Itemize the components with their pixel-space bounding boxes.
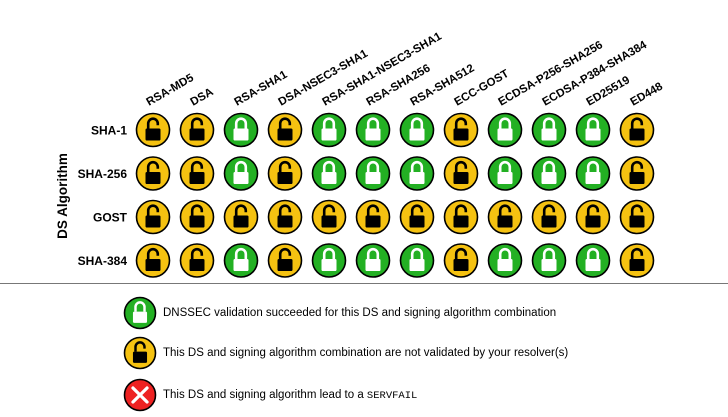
- section-divider: [0, 283, 728, 284]
- lock-open-icon: [135, 112, 171, 148]
- lock-open-icon: [487, 199, 523, 235]
- lock-open-icon: [179, 243, 215, 278]
- lock-open-icon: [267, 199, 303, 235]
- lock-closed-icon: [311, 243, 347, 278]
- lock-closed-icon: [355, 156, 391, 191]
- lock-closed-icon-graphic: [123, 296, 157, 330]
- legend-servfail-prefix: This DS and signing algorithm lead to a: [163, 388, 367, 401]
- lock-closed-icon: [487, 112, 523, 148]
- lock-closed-icon: [575, 112, 611, 148]
- lock-open-icon: [135, 199, 171, 235]
- x-mark-icon-graphic: [123, 378, 157, 412]
- lock-open-icon: [531, 199, 567, 235]
- lock-open-icon: [223, 199, 259, 235]
- lock-closed-icon: [311, 112, 347, 148]
- row-label-sha-1: SHA-1: [91, 124, 127, 138]
- legend-row-validated: DNSSEC validation succeeded for this DS …: [123, 296, 556, 330]
- lock-open-icon: [443, 156, 479, 191]
- lock-open-icon: [355, 199, 391, 235]
- column-label-rsa-md5: RSA-MD5: [145, 72, 197, 109]
- lock-open-icon-graphic: [123, 336, 157, 370]
- lock-open-icon: [179, 199, 215, 235]
- matrix-cells: [135, 112, 655, 278]
- lock-closed-icon: [575, 156, 611, 191]
- lock-closed-icon: [575, 243, 611, 278]
- lock-open-icon: [135, 156, 171, 191]
- lock-closed-icon: [355, 243, 391, 278]
- lock-closed-icon: [399, 243, 435, 278]
- legend-validated-text: DNSSEC validation succeeded for this DS …: [163, 307, 557, 319]
- lock-closed-icon: [531, 156, 567, 191]
- lock-closed-icon: [355, 112, 391, 148]
- lock-open-icon: [619, 243, 655, 278]
- lock-open-icon: [575, 199, 611, 235]
- lock-open-icon: [267, 112, 303, 148]
- ds-algorithm-axis-label: DS Algorithm: [55, 153, 70, 239]
- lock-open-icon: [179, 112, 215, 148]
- x-mark-icon: [123, 378, 157, 412]
- lock-closed-icon: [223, 112, 259, 148]
- row-label-sha-384: SHA-384: [78, 254, 128, 268]
- lock-closed-icon: [487, 156, 523, 191]
- lock-closed-icon: [123, 296, 157, 330]
- lock-open-icon: [399, 199, 435, 235]
- legend-row-not-validated: This DS and signing algorithm combinatio…: [123, 336, 568, 370]
- servfail-code: SERVFAIL: [366, 389, 418, 402]
- lock-closed-icon: [531, 112, 567, 148]
- lock-open-icon: [179, 156, 215, 191]
- lock-open-icon: [443, 112, 479, 148]
- lock-closed-icon: [531, 243, 567, 278]
- lock-closed-icon: [399, 156, 435, 191]
- lock-open-icon: [267, 243, 303, 278]
- lock-open-icon: [619, 112, 655, 148]
- lock-closed-icon: [223, 243, 259, 278]
- column-label-dsa: DSA: [189, 86, 216, 109]
- lock-open-icon: [443, 199, 479, 235]
- lock-open-icon: [267, 156, 303, 191]
- column-label-ed448: ED448: [629, 80, 666, 108]
- lock-open-icon: [311, 199, 347, 235]
- lock-open-icon: [135, 243, 171, 278]
- lock-closed-icon: [311, 156, 347, 191]
- lock-open-icon: [619, 156, 655, 191]
- lock-closed-icon: [487, 243, 523, 278]
- lock-open-icon: [619, 199, 655, 235]
- row-label-sha-256: SHA-256: [78, 167, 128, 181]
- row-label-gost: GOST: [93, 211, 128, 225]
- legend-not-validated-text: This DS and signing algorithm combinatio…: [163, 347, 569, 359]
- lock-open-icon: [123, 336, 157, 370]
- legend-row-servfail: This DS and signing algorithm lead to a …: [123, 378, 417, 412]
- legend-servfail-text: This DS and signing algorithm lead to a …: [163, 388, 417, 403]
- lock-open-icon: [443, 243, 479, 278]
- lock-closed-icon: [223, 156, 259, 191]
- lock-closed-icon: [399, 112, 435, 148]
